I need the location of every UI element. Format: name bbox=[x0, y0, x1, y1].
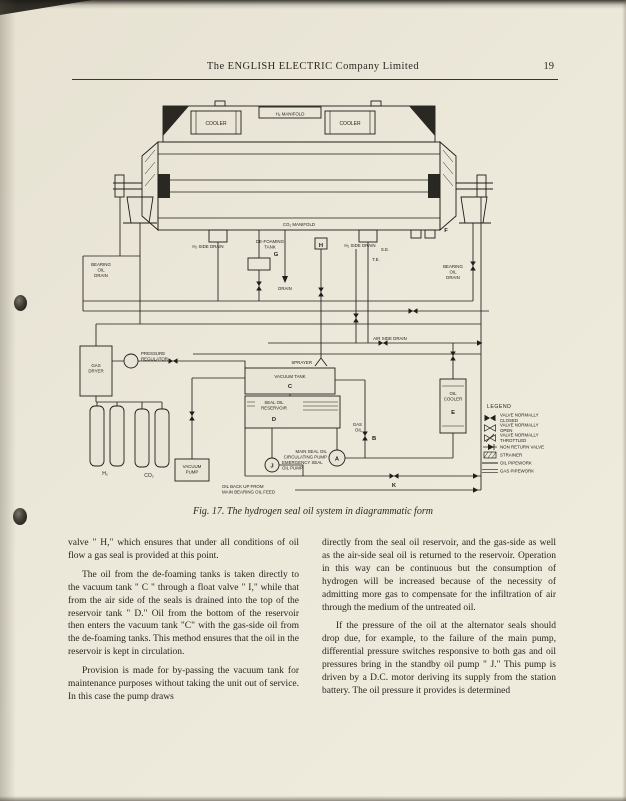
emergency-pump-icon bbox=[264, 457, 280, 473]
legend-label: NON RETURN VALVE bbox=[500, 445, 544, 450]
label-h2-cylinders: H₂ bbox=[102, 471, 108, 477]
legend-label: OIL PIPEWORK bbox=[500, 461, 532, 466]
gas-cylinder bbox=[109, 405, 125, 467]
legend-label: GAS PIPEWORK bbox=[500, 469, 534, 474]
label-co2-manifold: CO₂ MANIFOLD bbox=[283, 222, 315, 227]
label-h2-side-drain-left: H₂ SIDE DRAIN bbox=[192, 244, 223, 249]
page-number: 19 bbox=[543, 61, 555, 72]
label-te: T.E. bbox=[372, 257, 380, 262]
text-column-right: directly from the seal oil reservoir, an… bbox=[322, 537, 556, 698]
equipment-shapes bbox=[79, 345, 467, 482]
paragraph: valve " H," which ensures that under all… bbox=[68, 538, 299, 561]
label-letter-d: D bbox=[272, 417, 276, 423]
label-drain: DRAIN bbox=[278, 286, 292, 291]
label-vacuum-tank: VACUUM TANK bbox=[274, 374, 305, 379]
label-letter-f: F bbox=[444, 228, 448, 234]
gas-dryer-box bbox=[79, 345, 113, 397]
label-letter-c: C bbox=[288, 384, 293, 390]
label-letter-h: H bbox=[319, 243, 323, 249]
non-return-valve-icon bbox=[483, 444, 497, 450]
scan-edge-top bbox=[0, 0, 626, 9]
scan-edge-right bbox=[622, 0, 626, 801]
gas-cylinder bbox=[154, 408, 170, 468]
main-pump-icon bbox=[328, 449, 346, 467]
paragraph: If the pressure of the oil at the altern… bbox=[322, 621, 556, 696]
valve-closed-icon bbox=[484, 414, 496, 422]
generator-outline bbox=[113, 100, 493, 271]
label-h2-manifold: H₂ MANIFOLD bbox=[276, 112, 305, 117]
paragraph: The oil from the de-foaming tanks is tak… bbox=[68, 569, 299, 658]
gas-cylinder bbox=[134, 408, 150, 468]
pressure-regulator-icon bbox=[123, 353, 139, 369]
figure-caption: Fig. 17. The hydrogen seal oil system in… bbox=[193, 506, 433, 517]
vacuum-tank-box bbox=[244, 367, 336, 395]
hydrogen-seal-oil-diagram: COOLER H₂ MANIFOLD COOLER CO₂ MANIFOLD H… bbox=[79, 100, 544, 495]
label-cooler-left: COOLER bbox=[205, 121, 227, 127]
label-letter-a: A bbox=[335, 457, 340, 463]
gas-cylinder bbox=[89, 405, 105, 467]
hole-punch-top bbox=[14, 295, 27, 311]
paragraph: directly from the seal oil reservoir, an… bbox=[322, 538, 556, 613]
label-co2-cylinders: CO₂ bbox=[144, 473, 154, 479]
valve-throttled-icon bbox=[484, 433, 496, 443]
label-h2-side-drain-right: H₂ SIDE DRAIN bbox=[344, 243, 375, 248]
valve-open-icon bbox=[484, 424, 496, 432]
legend-item: OIL PIPEWORK bbox=[482, 461, 532, 466]
legend-label: STRAINER bbox=[500, 453, 522, 458]
legend-title: LEGEND bbox=[487, 404, 511, 410]
gas-pipework-icon bbox=[482, 469, 498, 473]
seal-oil-reservoir-box bbox=[244, 395, 341, 429]
label-letter-k: K bbox=[392, 483, 397, 489]
page-header: The ENGLISH ELECTRIC Company Limited 19 bbox=[0, 61, 626, 72]
label-sprayer: SPRAYER bbox=[291, 360, 312, 365]
hole-punch-bottom bbox=[13, 508, 27, 525]
paragraph: Provision is made for by-passing the vac… bbox=[68, 666, 299, 702]
strainer-icon bbox=[483, 451, 497, 459]
header-title: The ENGLISH ELECTRIC Company Limited bbox=[206, 61, 420, 72]
label-letter-g: G bbox=[274, 252, 279, 258]
scan-edge-bottom bbox=[0, 796, 626, 801]
legend-item: STRAINER bbox=[483, 451, 522, 459]
label-se: S.E. bbox=[381, 247, 389, 252]
label-letter-j: J bbox=[270, 464, 273, 470]
oil-cooler-box bbox=[439, 378, 467, 434]
text-column-left: valve " H," which ensures that under all… bbox=[68, 537, 299, 704]
label-air-side-drain: AIR SIDE DRAIN bbox=[373, 336, 407, 341]
vacuum-pump-box bbox=[174, 458, 210, 482]
label-cooler-right: COOLER bbox=[339, 121, 361, 127]
label-letter-e: E bbox=[451, 410, 455, 416]
label-letter-b: B bbox=[372, 436, 376, 442]
header-rule bbox=[72, 79, 558, 80]
legend-item: GAS PIPEWORK bbox=[482, 469, 534, 474]
scan-edge-left bbox=[0, 0, 16, 801]
legend-item: NON RETURN VALVE bbox=[483, 444, 544, 450]
